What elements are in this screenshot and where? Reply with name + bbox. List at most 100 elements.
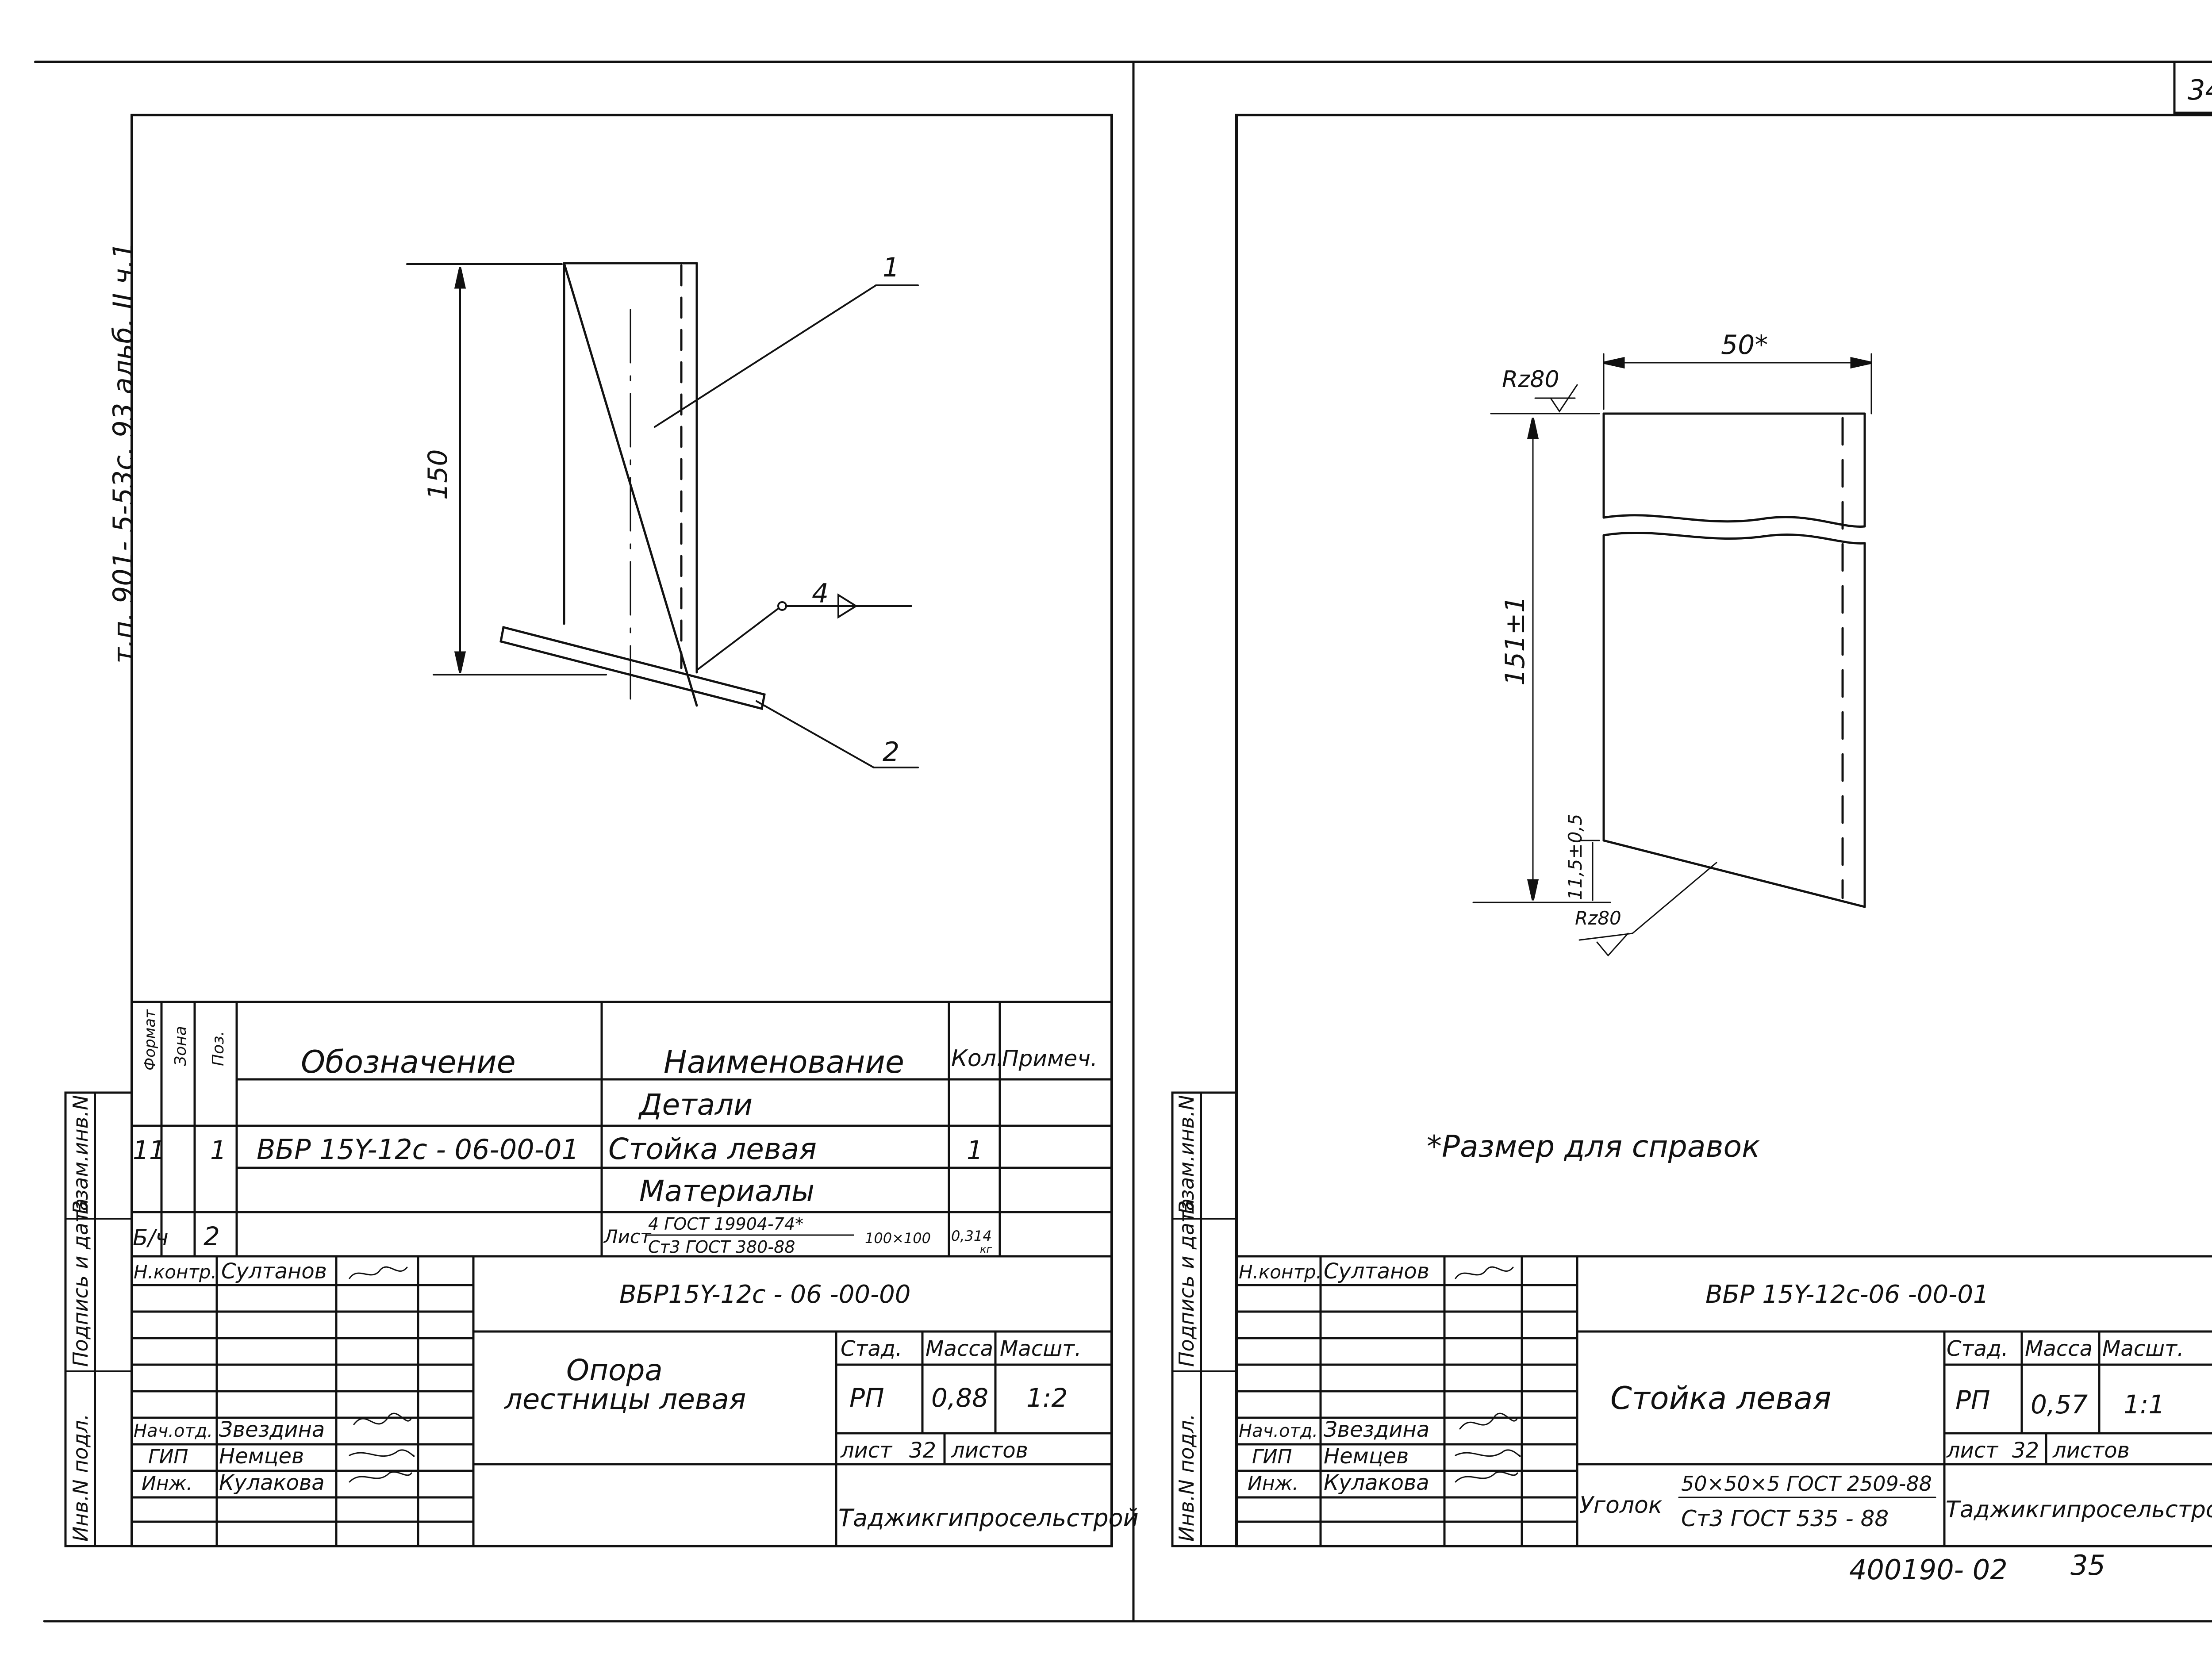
right-mass: 0,57 <box>2031 1389 2088 1420</box>
left-margin-label-2: Инв.N подл. <box>69 1414 92 1542</box>
right-person-1: Звездина <box>1324 1417 1429 1442</box>
signatures <box>349 1266 1521 1483</box>
dimension-11-5-label: 11,5±0,5 <box>1564 813 1586 900</box>
row1-designation: ВБР 15Y-12с - 06-00-01 <box>257 1133 579 1166</box>
right-title: Стойка левая <box>1610 1380 1831 1416</box>
footer-page: 35 <box>2070 1549 2105 1581</box>
left-sheet-label: лист <box>840 1438 893 1463</box>
right-margin-labels: Взам.инв.N Подпись и дата Инв.N подл. <box>1175 1095 1198 1542</box>
row1-pos: 1 <box>210 1135 227 1165</box>
left-role-0: Н.контр. <box>134 1261 217 1283</box>
left-person-3: Кулакова <box>219 1470 325 1495</box>
right-role-0: Н.контр. <box>1239 1261 1322 1283</box>
left-scale-label: Масшт. <box>1000 1336 1081 1361</box>
right-margin-label-1: Подпись и дата <box>1175 1198 1198 1367</box>
header-designation: Обозначение <box>301 1044 516 1080</box>
right-person-0: Султанов <box>1324 1259 1429 1284</box>
right-person-2: Немцев <box>1324 1444 1409 1469</box>
left-mass: 0,88 <box>931 1383 988 1413</box>
left-margin-labels: Взам.инв.N Подпись и дата Инв.N подл. <box>69 1095 92 1542</box>
right-stage-label: Стад. <box>1947 1336 2008 1361</box>
right-designation: ВБР 15Y-12с-06 -00-01 <box>1705 1280 1989 1309</box>
callout-2-label: 2 <box>883 737 899 767</box>
left-person-1: Звездина <box>219 1417 325 1442</box>
reference-note: *Размер для справок <box>1427 1129 1760 1164</box>
dimension-50-label: 50* <box>1721 330 1768 361</box>
row1-qty: 1 <box>967 1135 983 1165</box>
left-role-2: ГИП <box>148 1446 188 1468</box>
header-name: Наименование <box>664 1044 904 1080</box>
left-role-1: Нач.отд. <box>134 1421 213 1441</box>
left-stage-label: Стад. <box>841 1336 902 1361</box>
left-sheets-label: листов <box>951 1438 1028 1463</box>
section-materials: Материалы <box>639 1174 814 1208</box>
callout-1-label: 1 <box>883 252 899 283</box>
roughness-top-label: Rz80 <box>1502 366 1559 393</box>
row2-name-top: 4 ГОСТ 19904-74* <box>648 1214 803 1234</box>
left-person-2: Немцев <box>219 1444 304 1469</box>
row2-name-prefix: Лист <box>603 1226 652 1247</box>
right-title-block: Н.контр. Султанов Нач.отд. Звездина ГИП … <box>1239 1259 2212 1531</box>
right-role-2: ГИП <box>1252 1446 1292 1468</box>
section-details: Детали <box>638 1088 753 1122</box>
footer-code: 400190- 02 <box>1849 1554 2008 1586</box>
right-material-top: 50×50×5 ГОСТ 2509-88 <box>1681 1472 1932 1496</box>
left-sheet-num: 32 <box>909 1438 936 1463</box>
right-sheet-frame <box>1235 114 2212 1547</box>
right-material-prefix: Уголок <box>1579 1492 1663 1519</box>
header-format: Формат <box>141 1009 159 1071</box>
row2-format: Б/ч <box>133 1225 169 1251</box>
left-title-line2: лестницы левая <box>503 1383 746 1416</box>
left-part-drawing <box>406 262 919 768</box>
right-sheets-label: листов <box>2052 1438 2130 1463</box>
right-sheet-num: 32 <box>2012 1438 2039 1463</box>
right-part-drawing <box>1472 353 1872 957</box>
row2-mass-unit: кг <box>980 1243 992 1255</box>
header-pos: Поз. <box>209 1031 227 1066</box>
roughness-bottom-label: Rz80 <box>1575 907 1621 929</box>
left-scale: 1:2 <box>1026 1383 1068 1413</box>
left-title-block: Н.контр. Султанов Нач.отд. Звездина ГИП … <box>134 1259 1139 1532</box>
left-title-line1: Опора <box>566 1353 663 1387</box>
dimension-150-label: 150 <box>422 449 453 500</box>
right-margin-label-0: Взам.инв.N <box>1175 1095 1198 1214</box>
right-title-block-grid <box>1235 1255 2212 1547</box>
row2-size: 100×100 <box>865 1230 931 1247</box>
side-stamp: т.п. 901- 5-53с. 93 альб. II ч.1 <box>107 242 139 664</box>
callout-4-label: 4 <box>812 578 829 609</box>
right-scale: 1:1 <box>2124 1389 2165 1420</box>
header-zone: Зона <box>172 1026 190 1066</box>
right-margin-stamp <box>1171 1091 1238 1547</box>
left-title-block-grid <box>131 1255 1113 1547</box>
left-sheet-frame <box>131 114 1113 1547</box>
row2-pos: 2 <box>204 1221 220 1251</box>
right-scale-label: Масшт. <box>2102 1336 2184 1361</box>
left-margin-label-0: Взам.инв.N <box>69 1095 92 1214</box>
left-stage: РП <box>849 1383 884 1413</box>
left-org: Таджикгипросельстрой <box>838 1504 1139 1532</box>
left-person-0: Султанов <box>221 1259 327 1284</box>
header-note: Примеч. <box>1002 1046 1098 1071</box>
right-sheet-label: лист <box>1946 1438 1999 1463</box>
page-number: 34 <box>2188 74 2212 106</box>
row2-mass: 0,314 <box>951 1228 992 1244</box>
left-mass-label: Масса <box>926 1336 993 1361</box>
header-qty: Кол. <box>951 1045 1004 1072</box>
right-role-3: Инж. <box>1248 1472 1298 1495</box>
row1-name: Стойка левая <box>608 1132 817 1166</box>
dimension-151-label: 151±1 <box>1500 596 1531 686</box>
right-material-bottom: Ст3 ГОСТ 535 - 88 <box>1681 1506 1889 1531</box>
right-org: Таджикгипросельстрой <box>1946 1496 2212 1523</box>
right-stage: РП <box>1955 1385 1990 1415</box>
left-margin-label-1: Подпись и дата <box>69 1198 92 1367</box>
left-spec-headers: Формат Зона Поз. Обозначение Наименовани… <box>141 1009 1098 1080</box>
row2-name-bottom: Ст3 ГОСТ 380-88 <box>648 1237 795 1257</box>
right-role-1: Нач.отд. <box>1239 1421 1318 1441</box>
right-mass-label: Масса <box>2025 1336 2093 1361</box>
left-role-3: Инж. <box>142 1472 192 1495</box>
row1-format: 11 <box>133 1135 165 1165</box>
page-number-box <box>2173 61 2212 114</box>
right-margin-label-2: Инв.N подл. <box>1175 1414 1198 1542</box>
left-designation: ВБР15Y-12с - 06 -00-00 <box>619 1280 910 1309</box>
